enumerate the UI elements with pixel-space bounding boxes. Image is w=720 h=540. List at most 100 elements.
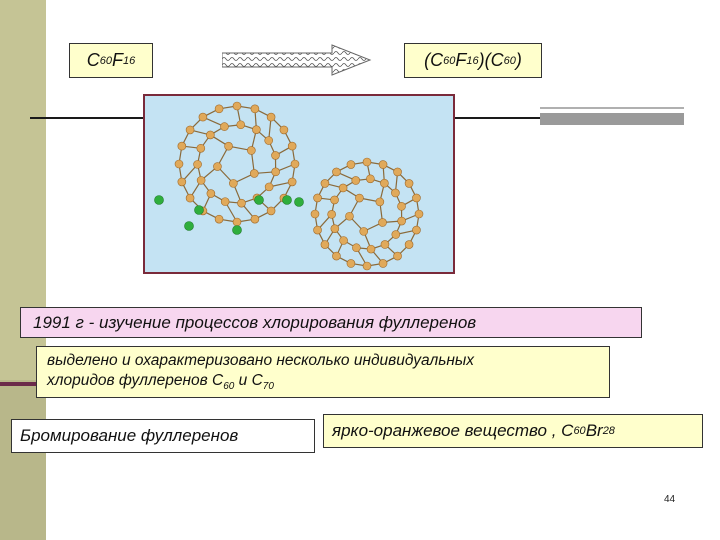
divider-line-left <box>30 117 143 119</box>
carbon-atom <box>213 162 222 171</box>
carbon-atom <box>332 167 341 177</box>
carbon-atom <box>224 141 233 151</box>
carbon-atom <box>250 214 260 224</box>
detail-line-2: хлоридов фуллеренов С60 и С70 <box>47 371 599 397</box>
carbon-atom <box>271 151 280 160</box>
detail-sub-b: 70 <box>262 381 274 393</box>
carbon-atom <box>313 225 322 235</box>
result-prefix: ярко-оранжевое вещество , C <box>332 421 574 440</box>
reactant-c: C <box>86 50 100 70</box>
carbon-atom <box>362 261 372 271</box>
carbon-atom <box>366 174 375 184</box>
carbon-atom <box>185 193 195 203</box>
carbon-atom <box>380 240 390 249</box>
carbon-atom <box>193 160 202 169</box>
carbon-atom <box>264 182 274 192</box>
carbon-atom <box>232 101 242 111</box>
carbon-atom <box>287 141 297 151</box>
carbon-atom <box>206 189 216 198</box>
divider-line-right <box>455 117 540 119</box>
carbon-atom <box>177 141 187 151</box>
result-sub2: 28 <box>602 425 615 437</box>
reactant-c-sub: 60 <box>99 54 112 67</box>
fullerene-dimer-illustration <box>154 101 424 271</box>
product-part2: F <box>455 50 467 70</box>
molecule-image-frame <box>143 94 455 274</box>
carbon-atom <box>185 125 195 135</box>
gray-accent-bar <box>540 107 684 125</box>
carbon-atom <box>380 178 389 188</box>
carbon-atom <box>247 146 256 155</box>
carbon-atom <box>378 160 388 169</box>
side-accent-line <box>0 382 40 386</box>
carbon-atom <box>287 177 297 187</box>
carbon-atom <box>362 157 372 167</box>
carbon-atom <box>266 112 276 122</box>
chlorine-atom <box>184 221 194 231</box>
carbon-atom <box>174 159 184 169</box>
carbon-atom <box>290 159 300 169</box>
product-sub1: 60 <box>443 54 456 67</box>
result-mid: Br <box>585 421 603 440</box>
carbon-atom <box>327 210 336 219</box>
chlorine-atom <box>254 195 264 205</box>
chlorine-atom <box>232 225 242 235</box>
result-sub1: 60 <box>573 425 586 437</box>
carbon-atom <box>332 251 341 261</box>
carbon-atom <box>346 259 356 268</box>
carbon-atom <box>404 240 414 249</box>
detail-line-1: выделено и охарактеризовано несколько ин… <box>47 352 475 369</box>
carbon-atom <box>320 240 330 249</box>
carbon-atom <box>393 167 402 177</box>
carbon-atom <box>351 176 361 185</box>
detail-box: выделено и охарактеризовано несколько ин… <box>36 346 610 398</box>
carbon-atom <box>355 193 364 203</box>
bromination-box: Бромирование фуллеренов <box>11 419 315 453</box>
statement-box: 1991 г - изучение процессов хлорирования… <box>20 307 642 338</box>
carbon-atom <box>414 209 424 219</box>
bromination-text: Бромирование фуллеренов <box>20 426 239 445</box>
carbon-atom <box>345 211 354 221</box>
carbon-atom <box>339 236 348 245</box>
carbon-atom <box>252 125 261 134</box>
carbon-atom <box>313 193 322 203</box>
carbon-atom <box>236 120 246 130</box>
carbon-atom <box>378 218 387 227</box>
carbon-atom <box>366 244 376 254</box>
carbon-atom <box>250 169 259 178</box>
chlorine-atom <box>194 205 204 215</box>
product-part1: (C <box>424 50 444 70</box>
carbon-atom <box>330 195 339 205</box>
product-sub2: 16 <box>466 54 479 67</box>
carbon-atom <box>214 214 224 224</box>
product-sub3: 60 <box>503 54 516 67</box>
carbon-atom <box>279 125 289 135</box>
carbon-atom <box>177 177 187 187</box>
chlorine-atom <box>154 195 164 205</box>
reactant-f-sub: 16 <box>123 54 136 67</box>
carbon-atom <box>393 251 402 261</box>
carbon-atom <box>397 216 406 226</box>
carbon-atom <box>338 183 348 193</box>
detail-line-2-mid: и С <box>234 372 263 389</box>
product-part3: )(C <box>478 50 504 70</box>
carbon-atom <box>391 230 401 239</box>
carbon-atom <box>264 136 273 145</box>
product-part4: ) <box>515 50 522 70</box>
carbon-atom <box>359 227 369 236</box>
carbon-atom <box>391 188 400 198</box>
carbon-atom <box>220 122 229 131</box>
carbon-atom <box>220 197 230 206</box>
carbon-atom <box>271 167 280 177</box>
chlorine-atom <box>282 195 292 205</box>
reactant-f: F <box>112 50 123 70</box>
carbon-atom <box>352 243 361 253</box>
statement-text: 1991 г - изучение процессов хлорирования… <box>33 312 477 332</box>
carbon-atom <box>196 143 206 153</box>
carbon-atom <box>214 104 224 114</box>
carbon-atom <box>310 209 320 219</box>
detail-sub-a: 60 <box>223 381 235 393</box>
